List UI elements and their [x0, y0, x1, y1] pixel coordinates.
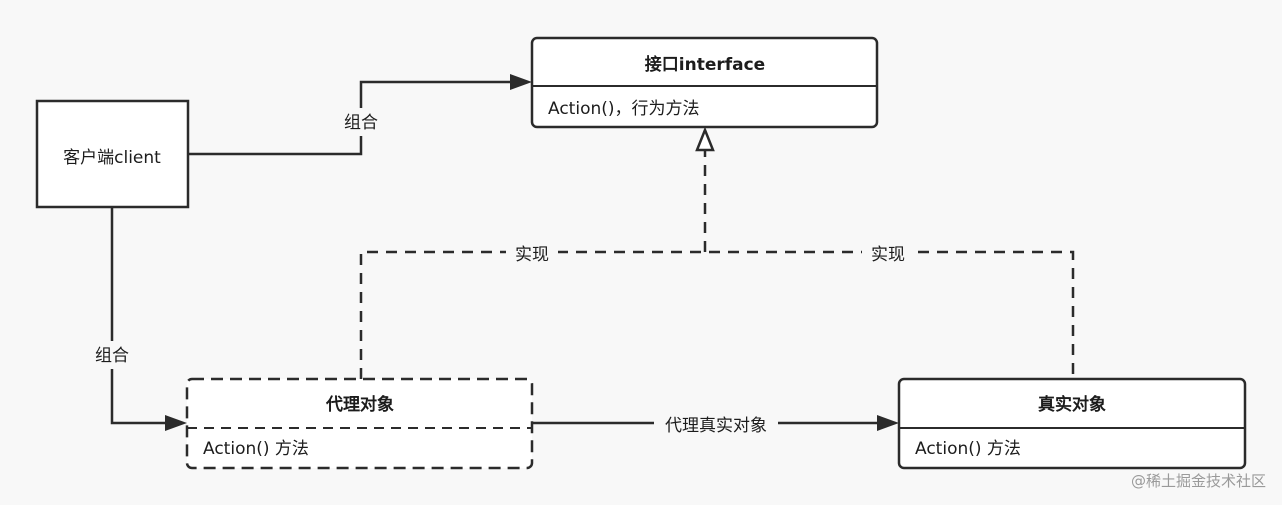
edge-implements-branches	[359, 250, 1075, 379]
real-box-frame	[897, 377, 1247, 470]
edge-label-client-to-interface: 组合	[344, 113, 378, 133]
label-bg	[506, 241, 558, 265]
real-class-box: 真实对象 Action() 方法	[897, 377, 1247, 470]
interface-box-method: Action()，行为方法	[548, 99, 700, 119]
proxy-box-title: 代理对象	[325, 394, 394, 415]
arrowhead-proxy-to-real	[877, 415, 899, 431]
edge-label-client-to-proxy: 组合	[95, 346, 129, 366]
client-box: 客户端client	[35, 99, 190, 209]
proxy-class-box: 代理对象 Action() 方法	[185, 377, 534, 470]
proxy-box-method: Action() 方法	[203, 439, 309, 459]
edge-label-proxy-implements: 实现	[515, 245, 549, 265]
label-bg	[88, 341, 136, 369]
interface-box-title: 接口interface	[645, 54, 765, 75]
arrowhead-client-to-interface	[510, 74, 532, 90]
label-bg	[654, 412, 778, 436]
watermark-text: @稀土掘金技术社区	[1131, 472, 1266, 490]
interface-box-frame	[530, 36, 879, 129]
real-box-title: 真实对象	[1038, 394, 1106, 415]
edge-label-real-implements: 实现	[871, 245, 905, 265]
arrowhead-client-to-proxy	[165, 415, 187, 431]
edge-label-proxy-to-real: 代理真实对象	[665, 416, 767, 436]
client-box-label: 客户端client	[63, 148, 161, 168]
label-bg	[862, 241, 914, 265]
client-box-frame	[35, 99, 190, 209]
interface-class-box: 接口interface Action()，行为方法	[530, 36, 879, 129]
real-box-method: Action() 方法	[915, 439, 1021, 459]
arrowhead-implements-interface	[695, 126, 715, 152]
proxy-box-frame	[185, 377, 534, 470]
edge-client-to-proxy	[110, 207, 168, 425]
label-bg	[334, 108, 388, 136]
